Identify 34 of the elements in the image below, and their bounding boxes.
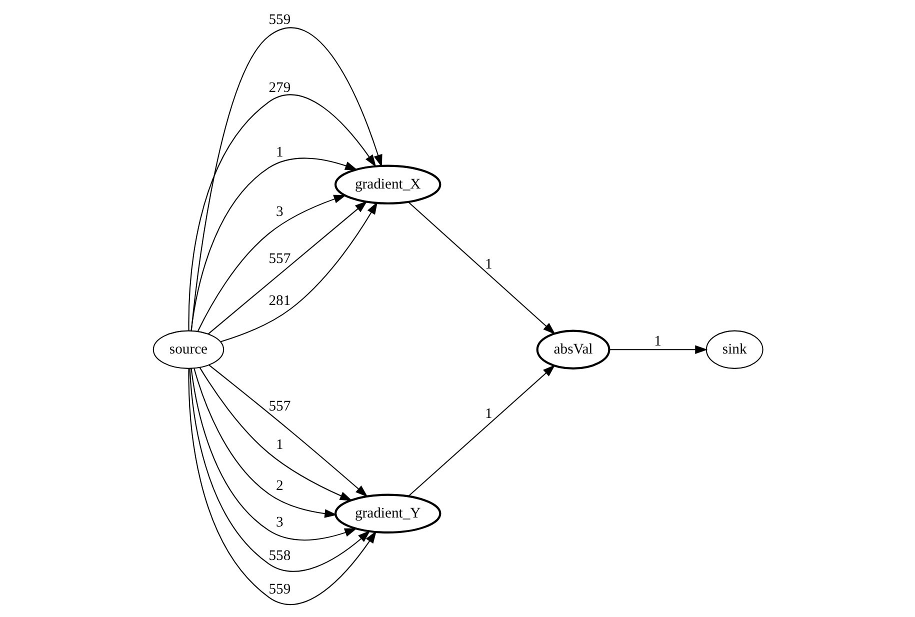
edge-label: 557 xyxy=(268,398,290,414)
arrow xyxy=(208,200,367,334)
arrow xyxy=(188,368,376,605)
arrow xyxy=(407,202,555,335)
arrow xyxy=(608,345,708,354)
node-ellipse: source xyxy=(152,330,224,369)
arrow xyxy=(190,158,358,331)
arrow xyxy=(220,202,378,342)
edge-label: 559 xyxy=(268,581,290,598)
arrow xyxy=(193,368,337,518)
arrow xyxy=(198,367,352,501)
edge-label: 3 xyxy=(276,514,283,530)
node-ellipse: sink xyxy=(705,330,763,369)
edge-label: 1 xyxy=(484,256,492,272)
node-ellipse: gradient_Y xyxy=(334,494,441,534)
edge-label: 281 xyxy=(268,292,290,309)
edge-label: 1 xyxy=(276,144,283,161)
arrow xyxy=(188,94,376,331)
arrow xyxy=(408,364,555,496)
arrow xyxy=(188,368,370,572)
arrow xyxy=(196,194,346,332)
node-ellipse: absVal xyxy=(536,330,610,370)
edge-label: 2 xyxy=(276,478,283,494)
edge-label: 1 xyxy=(484,406,492,422)
arrow xyxy=(190,27,382,331)
arrow xyxy=(208,364,368,498)
edge-label: 557 xyxy=(268,251,290,268)
edge-label: 1 xyxy=(276,437,283,454)
arrow xyxy=(190,368,357,540)
edge-label: 559 xyxy=(268,12,290,28)
edge-label: 3 xyxy=(276,204,283,220)
edge-label: 558 xyxy=(268,548,290,564)
edge-label: 1 xyxy=(654,334,661,350)
edge-label: 279 xyxy=(268,80,290,96)
